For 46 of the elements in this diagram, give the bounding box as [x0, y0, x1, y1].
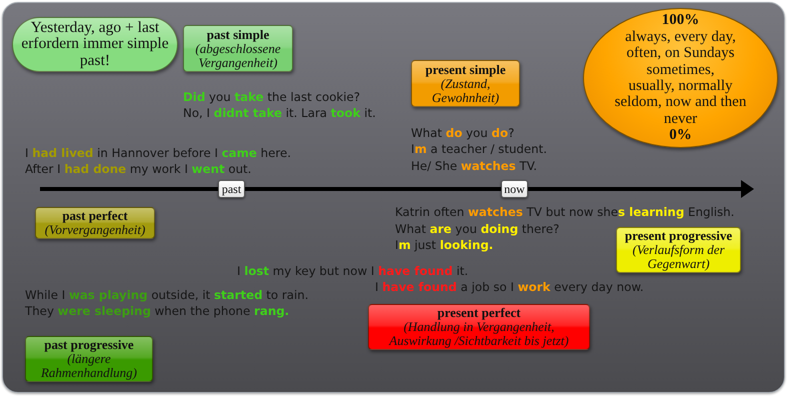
example-sentence: I have found a job so I work every day now. — [375, 279, 644, 295]
example-sentence: He/ She watches TV. — [411, 158, 538, 174]
tense-description: (längere Rahmenhandlung) — [40, 352, 138, 380]
tense-name: present progressive — [624, 229, 732, 243]
example-sentence: I lost my key but now I have found it. — [237, 263, 468, 279]
example-sentence: Im a teacher / student. — [411, 141, 548, 157]
marker-label: past — [222, 182, 242, 196]
tense-box — [411, 60, 520, 107]
tense-description: (Handlung in Vergangenheit, Auswirkung /Sichtbarkeit bis jetzt) — [388, 320, 570, 348]
tense-box — [183, 25, 293, 72]
marker-label: now — [504, 182, 525, 196]
example-sentence: Katrin often watches TV but now shes learning English. — [395, 204, 734, 220]
tense-description: (Zustand, Gewohnheit) — [432, 76, 500, 104]
tense-name: past progressive — [44, 338, 134, 352]
example-sentence: While I was playing outside, it started to rain. — [25, 287, 308, 303]
tense-box — [35, 207, 155, 239]
example-sentence: Im just looking. — [395, 237, 494, 253]
example-sentence: After I had done my work I went out. — [25, 161, 252, 177]
frequency-percent: 100% — [662, 12, 700, 29]
tense-box — [368, 304, 590, 350]
tense-name: past simple — [206, 28, 270, 42]
example-sentence: I had lived in Hannover before I came here. — [25, 145, 292, 161]
timeline-marker — [501, 180, 528, 198]
example-sentence: Did you take the last cookie? — [183, 89, 360, 105]
example-sentence: What do you do? — [411, 125, 514, 141]
frequency-adverbs: seldom, now and then — [614, 94, 746, 111]
frequency-adverbs: never — [664, 110, 698, 128]
tense-name: present perfect — [437, 306, 521, 320]
frequency-adverbs: always, every day, — [625, 28, 736, 46]
frequency-adverbs: usually, normally — [628, 78, 732, 94]
timeline-marker — [218, 180, 245, 198]
tense-box — [25, 336, 153, 382]
tense-name: past perfect — [62, 209, 128, 223]
tense-box — [616, 227, 741, 273]
note-pill — [12, 17, 178, 72]
example-sentence: They were sleeping when the phone rang. — [25, 303, 290, 319]
note-text: Yesterday, ago + last erfordern immer simple past! — [20, 20, 170, 70]
example-sentence: What are you doing there? — [395, 221, 560, 237]
tense-description: (Vorvergangenheit) — [44, 223, 146, 237]
frequency-adverbs: sometimes, — [646, 62, 714, 78]
tense-description: (Verlaufsform der Gegenwart) — [632, 243, 725, 271]
frequency-adverbs: often, on Sundays — [626, 45, 734, 62]
example-sentence: No, I didnt take it. Lara took it. — [183, 105, 376, 121]
frequency-percent: 0% — [669, 127, 692, 144]
tense-description: (abgeschlossene Vergangenheit) — [194, 42, 282, 70]
tense-name: present simple — [425, 62, 506, 76]
